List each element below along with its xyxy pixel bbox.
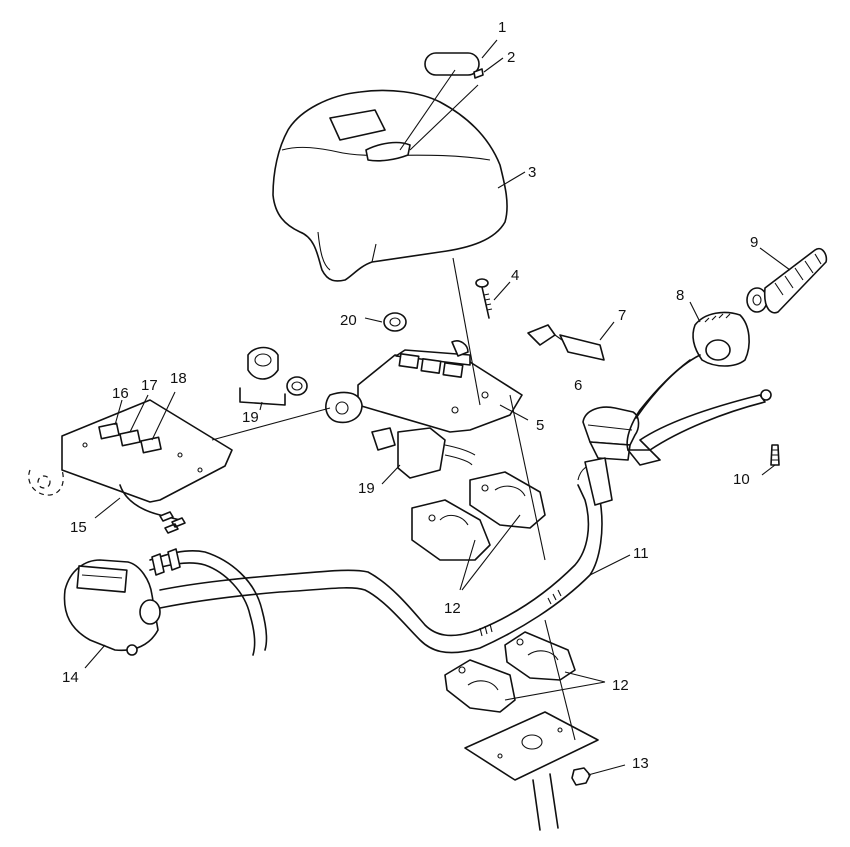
callout-7: 7	[618, 307, 626, 324]
callout-2: 2	[507, 49, 515, 66]
callout-17: 17	[141, 377, 158, 394]
callout-5: 5	[536, 417, 544, 434]
callout-3: 3	[528, 164, 536, 181]
part-3-pod-cover	[272, 89, 508, 282]
part-7-throttle-lever	[527, 324, 605, 361]
part-1-decal	[424, 52, 480, 76]
mounting-plate	[464, 711, 599, 831]
callout-6: 6	[574, 377, 582, 394]
callout-10: 10	[733, 471, 750, 488]
brake-lever	[639, 389, 772, 451]
callout-8: 8	[676, 287, 684, 304]
callout-19-upper: 19	[242, 409, 259, 426]
part-6-master-cylinder	[582, 406, 661, 506]
callout-9: 9	[750, 234, 758, 251]
callout-15: 15	[70, 519, 87, 536]
part-8-throttle-housing	[626, 311, 750, 451]
callout-1: 1	[498, 19, 506, 36]
part-15-switch-housing	[28, 399, 233, 534]
part-5-bracket	[325, 340, 523, 433]
part-13-nut	[571, 767, 591, 786]
part-10-screw	[770, 444, 780, 466]
callout-labels: 1 2 3 4 5 6 7 8 9 10 11 12 12 13 14 15 1…	[62, 19, 758, 772]
callout-18: 18	[170, 370, 187, 387]
part-14-left-switch	[63, 548, 268, 656]
callout-12-upper: 12	[444, 600, 461, 617]
alignment-lines	[211, 69, 576, 741]
callout-leaders	[84, 39, 791, 776]
part-2-screw	[473, 68, 484, 79]
callout-11: 11	[633, 545, 649, 562]
part-9-grip	[746, 247, 828, 314]
part-19-switch-upper	[239, 346, 308, 406]
part-20-nut	[383, 312, 407, 332]
callout-16: 16	[112, 385, 129, 402]
callout-4: 4	[511, 267, 519, 284]
part-19-switch-lower	[371, 427, 476, 479]
part-4-bolt	[475, 278, 493, 319]
callout-20: 20	[340, 312, 357, 329]
part-12-lower-clamps	[444, 631, 576, 713]
part-12-upper-clamps	[411, 471, 546, 561]
callout-19-lower: 19	[358, 480, 375, 497]
callout-14: 14	[62, 669, 79, 686]
callout-13: 13	[632, 755, 649, 772]
callout-12-lower: 12	[612, 677, 629, 694]
